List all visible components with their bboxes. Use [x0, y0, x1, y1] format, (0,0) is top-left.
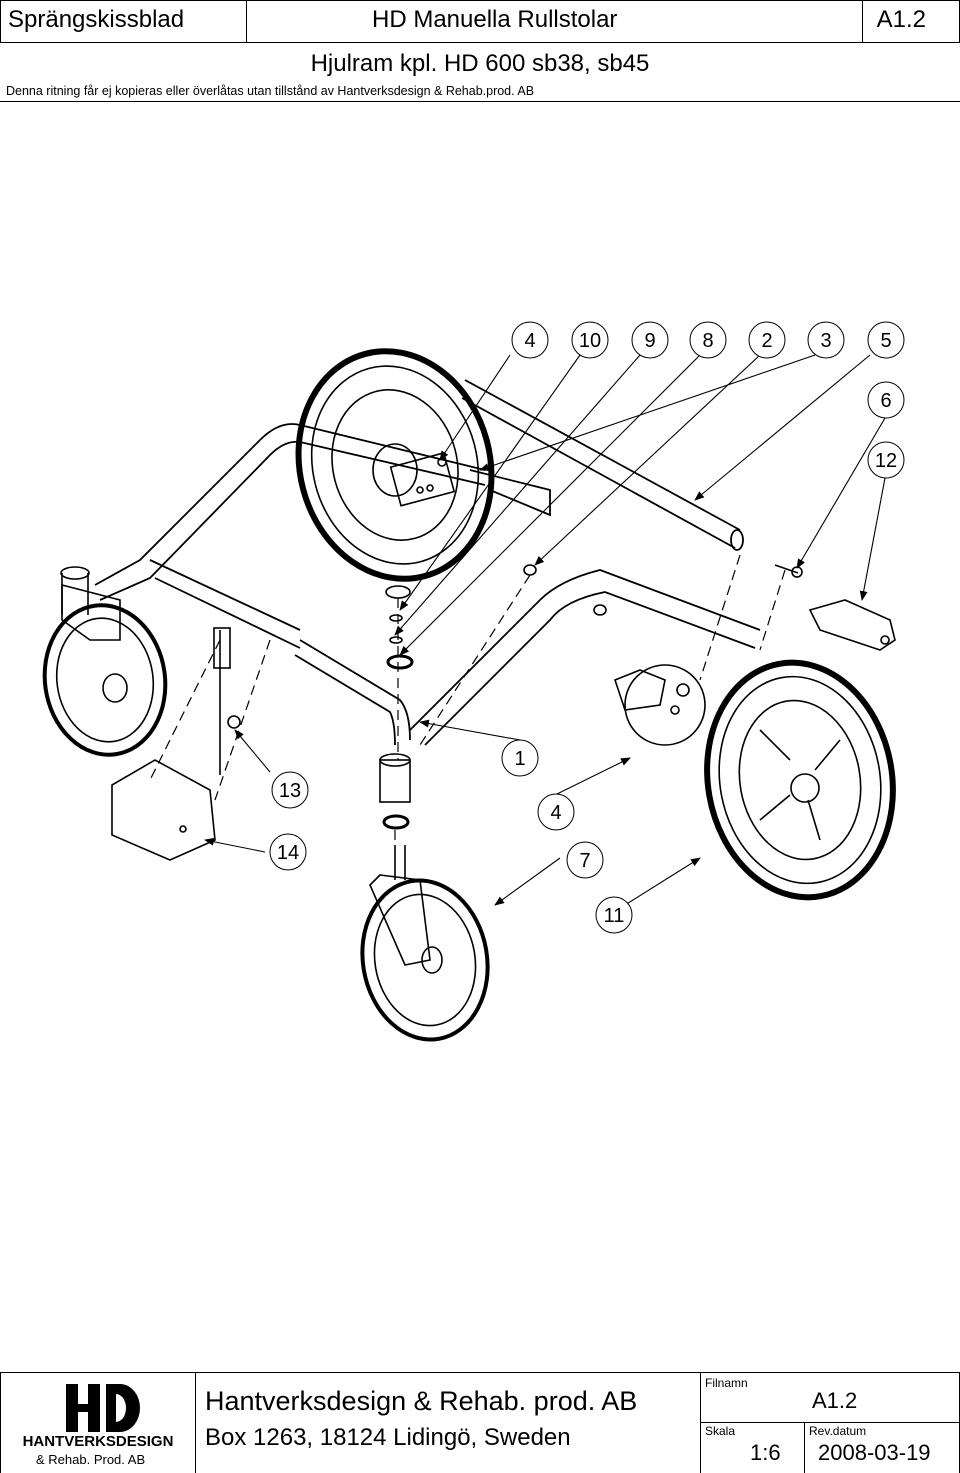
leader-lines: [204, 354, 886, 906]
drawing-title: Hjulram kpl. HD 600 sb38, sb45: [310, 50, 650, 77]
callout-14: 14: [269, 833, 307, 871]
logo-h-left-bar: [66, 1384, 78, 1432]
caster-fork-bracket: [111, 627, 241, 861]
callout-9: 9: [631, 321, 669, 359]
callout-12: 12: [867, 441, 905, 479]
callout-label: 6: [880, 390, 891, 412]
sheet-number: A1.2: [876, 6, 926, 33]
handle-parts: [774, 564, 896, 651]
callout-label: 3: [820, 330, 831, 352]
revdatum-value: 2008-03-19: [818, 1440, 931, 1465]
callout-label: 11: [604, 905, 625, 927]
assembly-lines: [149, 554, 786, 845]
title-block-footer: HANTVERKSDESIGN & Rehab. Prod. AB Hantve…: [0, 1372, 960, 1473]
doc-type: Sprängskissblad: [8, 6, 185, 33]
border-line: [0, 101, 960, 102]
callout-3: 3: [807, 321, 845, 359]
callout-label: 5: [880, 330, 891, 352]
logo-name: HANTVERKSDESIGN: [23, 1433, 174, 1450]
rear-wheel-right: [704, 659, 896, 901]
border-line: [862, 0, 863, 42]
callout-label: 4: [550, 802, 561, 824]
callout-label: 9: [644, 330, 655, 352]
exploded-view-drawing: 4 10 9 8 2 3 5 6 12 1 13 4 14 7 11: [42, 321, 905, 1042]
callout-1: 1: [501, 739, 539, 777]
border-line: [0, 0, 1, 42]
title-block-header: Sprängskissblad HD Manuella Rullstolar A…: [0, 0, 960, 82]
callout-7: 7: [566, 841, 604, 879]
callout-label: 12: [875, 450, 897, 472]
logo-h-right-bar: [88, 1384, 100, 1432]
logo-h-cross: [76, 1404, 90, 1412]
axle-plate-upper: [389, 451, 456, 507]
filnamn-value: A1.2: [812, 1388, 858, 1413]
skala-label: Skala: [705, 1424, 736, 1438]
callout-label: 1: [514, 748, 525, 770]
logo-d: [106, 1384, 140, 1432]
callout-label: 13: [279, 780, 301, 802]
callout-6: 6: [867, 381, 905, 419]
callout-8: 8: [689, 321, 727, 359]
callout-5: 5: [867, 321, 905, 359]
callout-label: 8: [702, 330, 713, 352]
logo-subtitle: & Rehab. Prod. AB: [36, 1452, 146, 1467]
product-name: HD Manuella Rullstolar: [372, 6, 618, 33]
border-line: [0, 42, 960, 43]
callout-11: 11: [595, 896, 633, 934]
callout-label: 7: [579, 850, 590, 872]
castor-wheel-bottom: [360, 845, 490, 1042]
callout-label: 4: [524, 330, 535, 352]
frame-tubes: [94, 379, 761, 746]
callout-4: 4: [511, 321, 549, 359]
callout-label: 14: [277, 842, 299, 864]
company-name: Hantverksdesign & Rehab. prod. AB: [205, 1386, 638, 1416]
company-address: Box 1263, 18124 Lidingö, Sweden: [205, 1424, 571, 1451]
castor-wheel-left: [42, 566, 168, 757]
callout-13: 13: [271, 771, 309, 809]
callout-label: 2: [761, 330, 772, 352]
filnamn-label: Filnamn: [705, 1376, 748, 1390]
copyright-notice: Denna ritning får ej kopieras eller över…: [6, 84, 535, 98]
skala-value: 1:6: [750, 1440, 781, 1465]
callout-2: 2: [748, 321, 786, 359]
brake-unit: [614, 664, 706, 746]
callout-4-lower: 4: [537, 793, 575, 831]
callout-label: 10: [579, 330, 601, 352]
company-logo: HANTVERKSDESIGN: [23, 1384, 174, 1450]
border-line: [246, 0, 247, 42]
bearing-stack: [379, 564, 607, 830]
callout-10: 10: [571, 321, 609, 359]
revdatum-label: Rev.datum: [809, 1424, 867, 1438]
border-line: [0, 0, 960, 1]
callout-balloons: 4 10 9 8 2 3 5 6 12 1 13 4 14 7 11: [269, 321, 905, 934]
